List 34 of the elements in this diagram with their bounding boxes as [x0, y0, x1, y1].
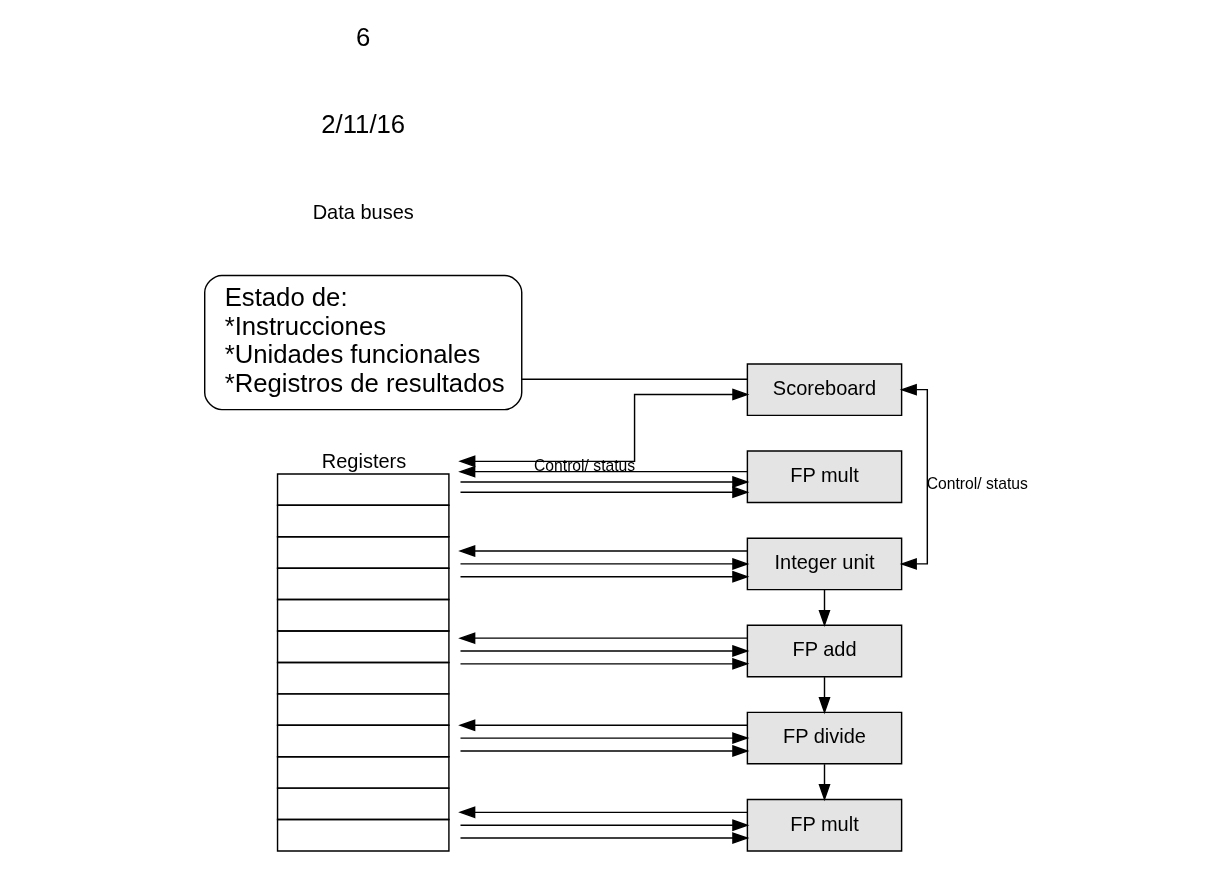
arrow [459, 557, 750, 570]
arrow [459, 732, 750, 745]
edge-label: Control/ status [926, 475, 1028, 493]
arrow [459, 645, 750, 657]
arrow [459, 570, 750, 583]
arrow [459, 832, 750, 845]
node-box: FP mult [746, 798, 903, 852]
label: 6 [356, 23, 371, 52]
arrow [458, 465, 748, 478]
node-box: FP mult [746, 450, 903, 504]
arrow [458, 719, 748, 732]
label: 2/11/16 [321, 110, 406, 139]
arrow [459, 475, 750, 488]
label: Data buses [312, 201, 414, 224]
arrow [458, 632, 748, 645]
connector [521, 378, 748, 380]
node-label: Registers [321, 450, 407, 473]
arrow [459, 657, 750, 670]
arrow [458, 806, 748, 819]
arrow [818, 676, 831, 715]
arrow [459, 819, 750, 832]
arrow [458, 388, 750, 468]
arrow [818, 589, 831, 628]
node-box: FP divide [746, 711, 903, 765]
node-box: FP add [746, 624, 903, 678]
node-box: Scoreboard [746, 363, 903, 417]
node-box: Integer unit [746, 537, 903, 591]
arrow [459, 486, 750, 499]
node-box: Estado de: *Instrucciones *Unidades funcionales *Registros de resultados [204, 274, 523, 411]
arrow [818, 763, 831, 802]
arrow [458, 545, 748, 558]
edge-label: Control/ status [534, 457, 636, 475]
arrow [899, 383, 929, 570]
arrow [459, 744, 750, 757]
